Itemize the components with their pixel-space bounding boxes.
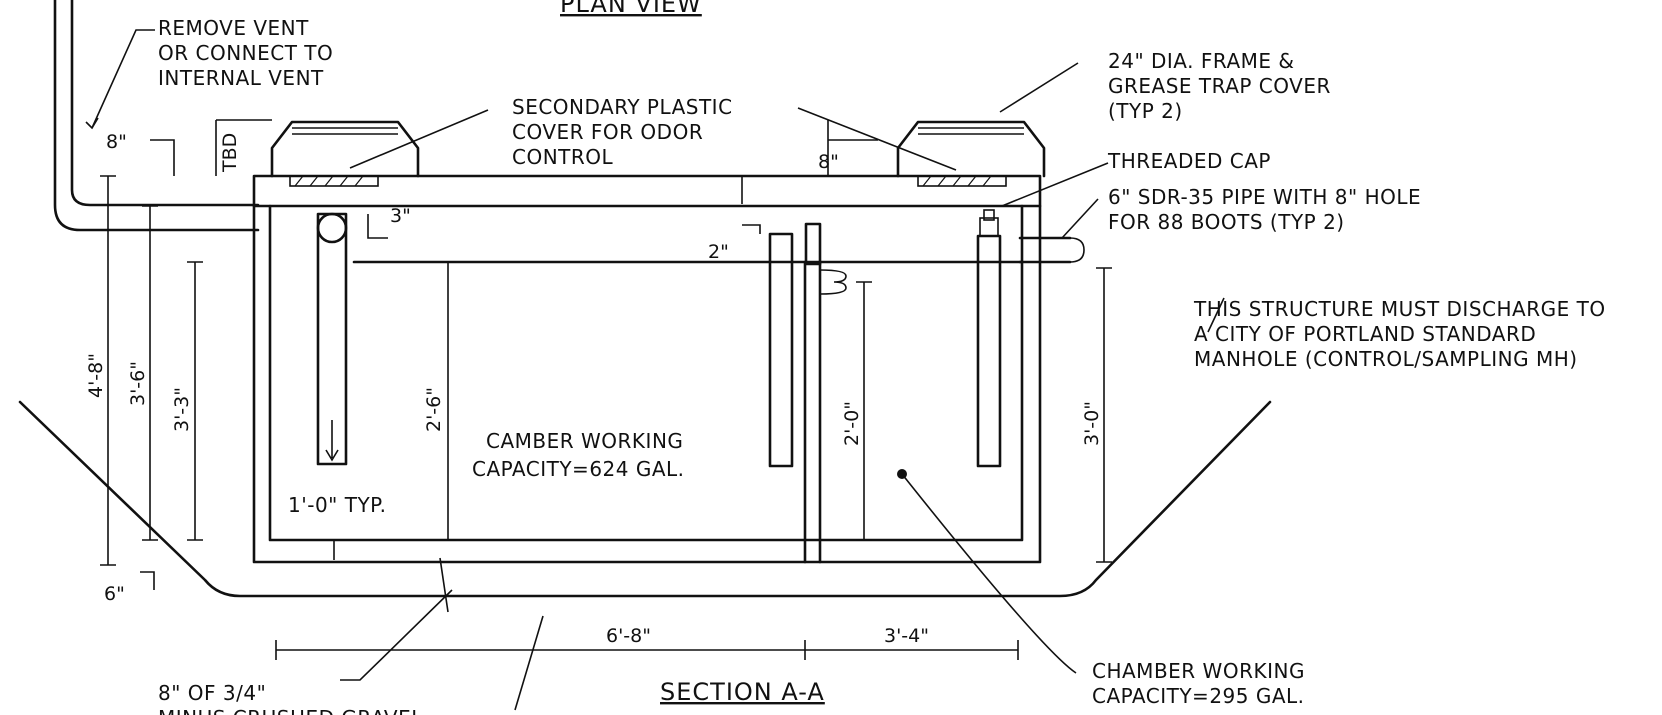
baffle-pipes (768, 222, 847, 468)
svg-text:GREASE TRAP COVER: GREASE TRAP COVER (1108, 74, 1331, 98)
leader-lines (85, 29, 1109, 711)
dim-3-0: 3'-0" (1081, 401, 1103, 446)
note-chamber-capacity: CHAMBER WORKING CAPACITY=295 GAL. (1092, 659, 1305, 708)
dim-4-8: 4'-8" (85, 353, 107, 398)
chamber-marker (897, 469, 907, 479)
svg-text:(TYP 2): (TYP 2) (1108, 99, 1183, 123)
svg-text:CAMBER WORKING: CAMBER WORKING (486, 429, 683, 453)
note-discharge: THIS STRUCTURE MUST DISCHARGE TO A CITY … (1193, 297, 1606, 371)
svg-text:6" SDR-35 PIPE WITH 8" HOLE: 6" SDR-35 PIPE WITH 8" HOLE (1108, 185, 1421, 209)
svg-text:THIS STRUCTURE MUST DISCHARGE: THIS STRUCTURE MUST DISCHARGE TO (1193, 297, 1606, 321)
svg-text:CAPACITY=295 GAL.: CAPACITY=295 GAL. (1092, 684, 1305, 708)
note-gravel: 8" OF 3/4" MINUS CRUSHED GRAVEL (158, 681, 423, 715)
dim-8in-left: 8" (106, 131, 127, 153)
vent-pipe (53, 0, 260, 232)
right-cover-frame (896, 120, 1046, 187)
note-pipe: 6" SDR-35 PIPE WITH 8" HOLE FOR 88 BOOTS… (1108, 185, 1421, 234)
svg-text:8" OF 3/4": 8" OF 3/4" (158, 681, 266, 705)
note-secondary-cover: SECONDARY PLASTIC COVER FOR ODOR CONTROL (512, 95, 733, 169)
note-remove-vent: REMOVE VENT OR CONNECT TO INTERNAL VENT (158, 16, 333, 90)
plan-view-title: PLAN VIEW (560, 0, 702, 18)
dim-3-4: 3'-4" (884, 625, 929, 647)
tank-outline (252, 174, 1042, 564)
note-camber-capacity: CAMBER WORKING CAPACITY=624 GAL. (472, 429, 685, 481)
svg-text:FOR 88 BOOTS (TYP 2): FOR 88 BOOTS (TYP 2) (1108, 210, 1345, 234)
svg-text:REMOVE VENT: REMOVE VENT (158, 16, 309, 40)
inlet-pipe (316, 212, 348, 466)
dim-3in: 3" (390, 205, 411, 227)
note-typ: 1'-0" TYP. (288, 493, 386, 517)
dimension-lines (100, 119, 1112, 660)
note-frame-cover: 24" DIA. FRAME & GREASE TRAP COVER (TYP … (1108, 49, 1331, 123)
svg-text:MANHOLE (CONTROL/SAMPLING MH): MANHOLE (CONTROL/SAMPLING MH) (1194, 347, 1578, 371)
svg-text:A CITY OF PORTLAND STANDARD: A CITY OF PORTLAND STANDARD (1194, 322, 1536, 346)
section-title: SECTION A-A (660, 678, 825, 706)
svg-text:SECONDARY PLASTIC: SECONDARY PLASTIC (512, 95, 733, 119)
svg-text:CONTROL: CONTROL (512, 145, 614, 169)
dim-3-3: 3'-3" (171, 387, 193, 432)
dim-tbd: TBD (219, 133, 241, 173)
excavation-outline (18, 297, 1272, 598)
svg-text:INTERNAL VENT: INTERNAL VENT (158, 66, 324, 90)
left-cover-frame (270, 120, 420, 187)
dim-2in: 2" (708, 241, 729, 263)
dim-2-6: 2'-6" (423, 387, 445, 432)
dim-6in: 6" (104, 583, 125, 605)
dim-8in-top: 8" (818, 151, 839, 173)
svg-text:CHAMBER WORKING: CHAMBER WORKING (1092, 659, 1305, 683)
svg-text:OR CONNECT TO: OR CONNECT TO (158, 41, 333, 65)
dim-3-6: 3'-6" (127, 361, 149, 406)
note-threaded-cap: THREADED CAP (1107, 149, 1271, 173)
dim-2-0: 2'-0" (841, 401, 863, 446)
svg-text:24" DIA. FRAME &: 24" DIA. FRAME & (1108, 49, 1294, 73)
svg-text:COVER FOR ODOR: COVER FOR ODOR (512, 120, 703, 144)
dim-6-8: 6'-8" (606, 625, 651, 647)
svg-text:MINUS CRUSHED GRAVEL: MINUS CRUSHED GRAVEL (158, 706, 423, 715)
outlet-pipe (976, 209, 1085, 468)
svg-text:CAPACITY=624 GAL.: CAPACITY=624 GAL. (472, 457, 685, 481)
